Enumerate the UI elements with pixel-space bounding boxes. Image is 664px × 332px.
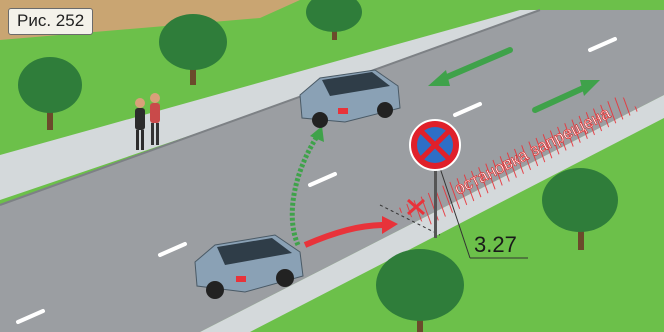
figure-label: Рис. 252 — [8, 8, 93, 35]
sign-code-label: 3.27 — [474, 232, 517, 258]
